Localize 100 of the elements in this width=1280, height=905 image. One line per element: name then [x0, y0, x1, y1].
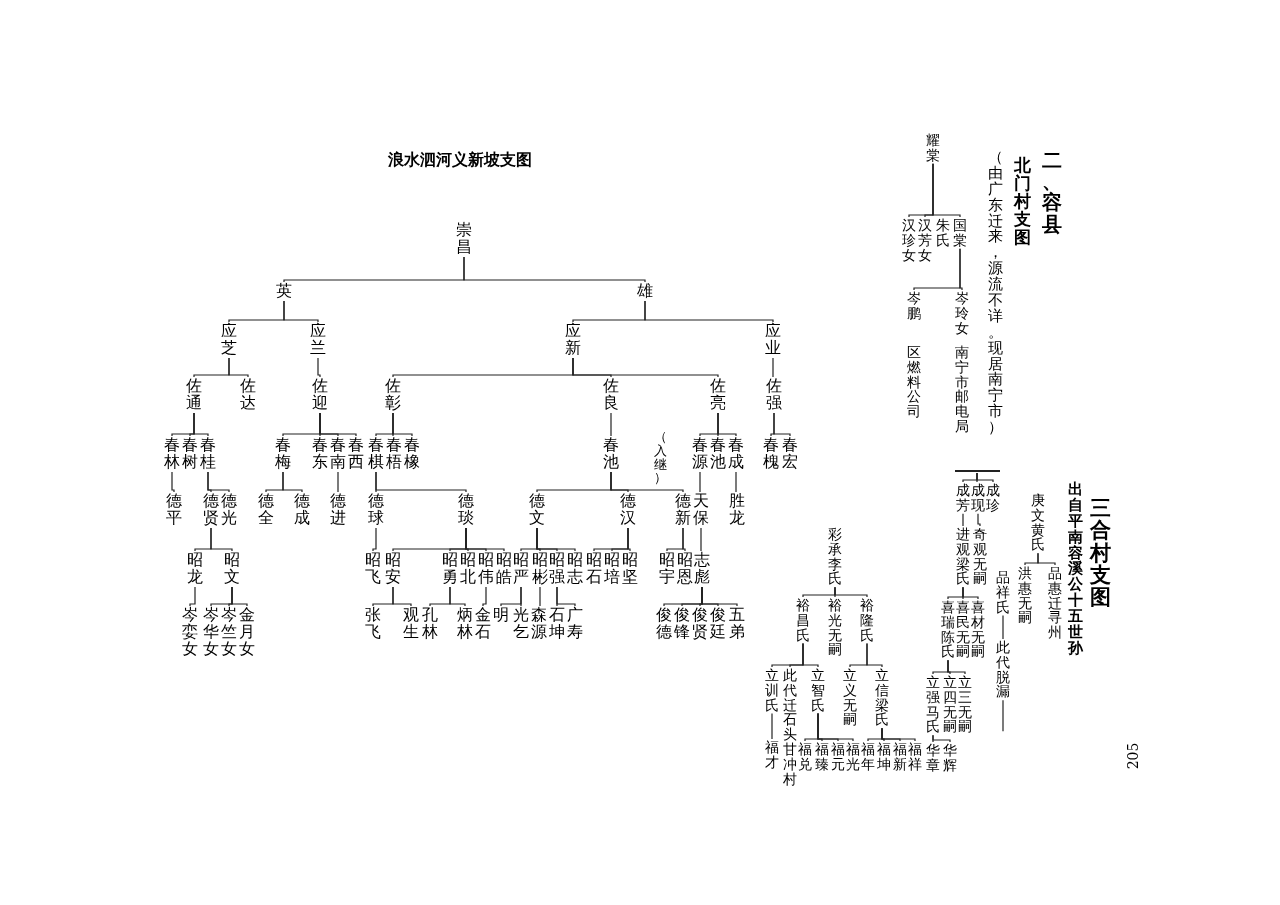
name-text: 昭皓 [496, 552, 512, 586]
tree-line [932, 734, 951, 743]
name-text: 福臻 [815, 742, 829, 772]
name-text: 俊德 [656, 607, 672, 641]
tree-line [717, 412, 737, 437]
name-text: 福光 [846, 742, 860, 772]
tree-line [802, 642, 819, 668]
name-text: 昭恩 [677, 552, 693, 586]
name-text: 德全 [258, 493, 274, 527]
heading-text: 出自平南容溪公十五世孙 [1067, 482, 1083, 657]
name-text: 成珍 [986, 483, 1000, 513]
name-text: 岑鹏 [907, 291, 921, 321]
tree-line [539, 586, 541, 607]
tree-line [171, 471, 175, 493]
tree-line [449, 586, 466, 607]
tree-line [375, 471, 467, 493]
name-text: 德成 [294, 493, 310, 527]
name-text: 明 [493, 607, 509, 624]
name-text: 德进 [330, 493, 346, 527]
name-text: 春橡 [404, 437, 420, 471]
name-text: 昭安 [385, 552, 401, 586]
name-text: 华章 [926, 743, 940, 773]
tree-line [682, 527, 686, 552]
name-text: 佐达 [240, 378, 256, 412]
name-text: 华辉 [943, 743, 957, 773]
tree-line [207, 471, 230, 493]
name-text: 崇昌 [456, 222, 472, 256]
tree-line [317, 357, 321, 378]
tree-line [610, 471, 684, 493]
tree-line [962, 586, 979, 600]
heading-text: 二、容县 [1042, 150, 1062, 235]
name-text: 福坤 [877, 742, 891, 772]
name-text: 奇观无嗣 [973, 527, 987, 587]
name-text: 观生 [403, 607, 419, 641]
name-text: 立义无嗣 [843, 668, 857, 728]
name-text: 德贤 [203, 493, 219, 527]
tree-line [536, 527, 576, 552]
page-number: 205 [1125, 742, 1142, 770]
name-text: 裕昌氏 [796, 598, 810, 643]
name-text: 品祥氏 [996, 570, 1010, 615]
note-text: 区燃料公司 [907, 345, 921, 420]
name-text: 此代脱漏 [996, 640, 1010, 700]
name-text: 金月女 [239, 607, 255, 658]
tree-line [465, 527, 505, 552]
name-text: 立训氏 [765, 668, 779, 713]
name-text: 国棠 [953, 218, 967, 248]
name-text: 彩承李氏 [828, 527, 842, 587]
name-text: 昭石 [586, 552, 602, 586]
name-text: 佐良 [603, 378, 619, 412]
tree-line [644, 300, 774, 323]
tree-line [392, 412, 413, 437]
tree-line [319, 412, 357, 437]
name-text: 志彪 [694, 552, 710, 586]
name-text: 汉芳女 [918, 218, 932, 263]
name-text: 汉珍女 [902, 218, 916, 263]
tree-line [735, 471, 737, 493]
tree-line [834, 586, 868, 598]
name-text: 春棋 [368, 437, 384, 471]
name-text: 福年 [861, 742, 875, 772]
name-text: 春林 [164, 437, 180, 471]
tree-line [976, 472, 994, 483]
name-text: 春南 [330, 437, 346, 471]
note-text: （入继） [653, 430, 667, 486]
name-text: 成芳 [956, 483, 970, 513]
tree-line [610, 412, 612, 437]
name-text: 应兰 [310, 323, 326, 357]
name-text: 德新 [675, 493, 691, 527]
name-text: 俊贤 [692, 607, 708, 641]
name-text: 昭彬 [532, 552, 548, 586]
name-text: 春池 [710, 437, 726, 471]
tree-line [962, 513, 964, 527]
name-text: 立信梁氏 [875, 668, 889, 728]
name-text: 春池 [603, 437, 619, 471]
name-text: 此代迁石头甘冲村 [783, 668, 797, 787]
heading-text: 三合村支图 [1089, 497, 1111, 609]
name-text: 昭志 [567, 552, 583, 586]
tree-line [282, 471, 303, 493]
name-text: 春槐 [763, 437, 779, 471]
tree-line [1037, 552, 1056, 566]
name-text: 昭飞 [365, 552, 381, 586]
name-text: 俊锋 [674, 607, 690, 641]
name-text: 昭勇 [442, 552, 458, 586]
name-text: 昭伟 [478, 552, 494, 586]
name-text: 五弟 [729, 607, 745, 641]
tree-line [463, 256, 646, 283]
tree-line [817, 712, 854, 742]
name-text: 金石 [475, 607, 491, 641]
name-text: 佐通 [186, 378, 202, 412]
name-text: 春西 [348, 437, 364, 471]
name-text: 广寿 [567, 607, 583, 641]
name-text: 佐彰 [385, 378, 401, 412]
name-text: 春成 [728, 437, 744, 471]
tree-line [700, 527, 702, 552]
tree-line [1002, 614, 1004, 640]
name-text: 福才 [765, 740, 779, 770]
tree-line [866, 642, 883, 668]
name-text: 昭坚 [622, 552, 638, 586]
tree-line [772, 357, 774, 378]
tree-line [372, 527, 377, 552]
name-text: 福新 [893, 742, 907, 772]
